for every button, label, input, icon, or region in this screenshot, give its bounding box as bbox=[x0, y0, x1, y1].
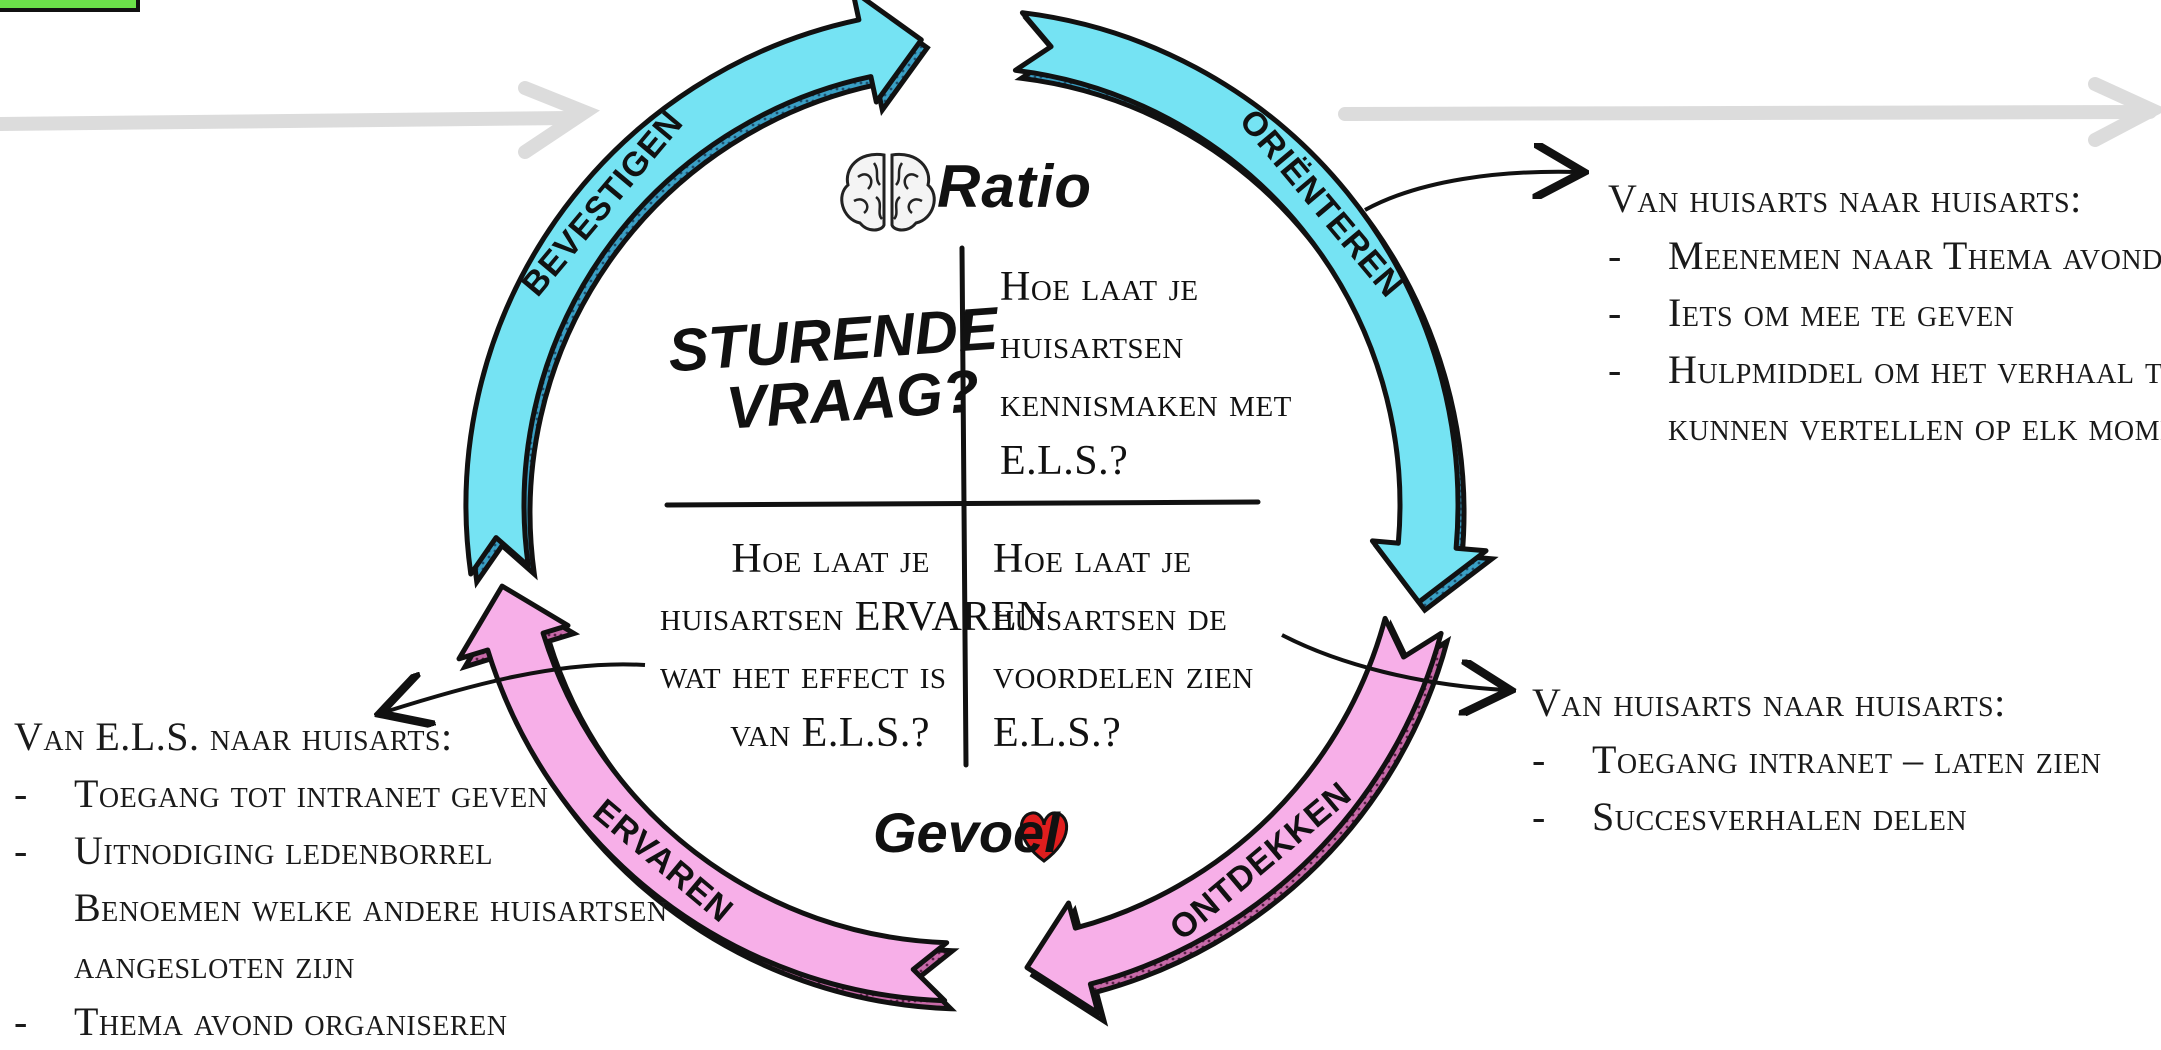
bullet-dash: - bbox=[1608, 347, 1622, 392]
list-item-text: kunnen vertellen op elk moment bbox=[1668, 404, 2161, 449]
question-bottom-right: Hoe laat je huisartsen de voordelen zien… bbox=[993, 530, 1254, 762]
list-item-continuation: kunnen vertellen op elk moment bbox=[1608, 398, 2161, 455]
list-item-text: Hulpmiddel om het verhaal te bbox=[1668, 347, 2161, 392]
pointer-arrow-left bbox=[385, 662, 646, 712]
question-line: voordelen zien bbox=[993, 652, 1254, 698]
bullet-dash: - bbox=[14, 999, 28, 1044]
question-line: huisartsen ERVAREN bbox=[660, 594, 1048, 640]
bullet-dash: - bbox=[14, 828, 28, 873]
question-line: huisartsen de bbox=[993, 594, 1228, 640]
cycle-arrow-ervaren bbox=[456, 583, 950, 1004]
note-heading: Van huisarts naar huisarts: bbox=[1532, 680, 2006, 725]
bullet-dash: - bbox=[14, 771, 28, 816]
gevoel-label: Gevoel bbox=[873, 801, 1060, 864]
bullet-dash: - bbox=[1532, 737, 1546, 782]
list-item: - Succesverhalen delen bbox=[1532, 788, 2102, 845]
note-heading: Van E.L.S. naar huisarts: bbox=[14, 714, 453, 759]
question-line: Hoe laat je bbox=[993, 536, 1192, 582]
list-item: - Toegang tot intranet geven bbox=[14, 765, 668, 822]
pointer-arrow-top-right bbox=[1364, 172, 1578, 212]
list-item: - Hulpmiddel om het verhaal te bbox=[1608, 341, 2161, 398]
bullet-dash: - bbox=[1608, 290, 1622, 335]
question-bottom-left: Hoe laat je huisartsen ERVAREN wat het e… bbox=[660, 530, 1048, 762]
question-line: kennismaken met bbox=[1000, 380, 1292, 426]
list-item: - Thema avond organiseren bbox=[14, 993, 668, 1050]
list-item-text: Iets om mee te geven bbox=[1668, 290, 2015, 335]
list-item-text: Succesverhalen delen bbox=[1592, 794, 1968, 839]
bullet-dash: - bbox=[1532, 794, 1546, 839]
background-flow-arrow-left bbox=[0, 81, 600, 159]
cycle-arrow-oriënteren bbox=[1012, 10, 1489, 605]
heart-icon bbox=[1019, 811, 1069, 863]
cycle-arrow-ontdekken bbox=[1024, 615, 1444, 1016]
question-top-right: Hoe laat je huisartsen kennismaken met E… bbox=[1000, 258, 1292, 490]
quadrant-cross bbox=[664, 245, 1261, 768]
note-heading: Van huisarts naar huisarts: bbox=[1608, 176, 2082, 221]
list-item-text: Toegang tot intranet geven bbox=[74, 771, 549, 816]
corner-decoration bbox=[0, 0, 140, 12]
background-flow-arrow-right bbox=[1338, 77, 2161, 147]
question-line: Hoe laat je bbox=[731, 536, 930, 582]
question-line: Hoe laat je bbox=[1000, 264, 1199, 310]
note-top-right: Van huisarts naar huisarts: - Meenemen na… bbox=[1608, 170, 2161, 455]
question-line: huisartsen bbox=[1000, 322, 1184, 368]
cycle-arrow-bevestigen bbox=[463, 0, 924, 577]
cycle-arrow-label: ONTDEKKEN bbox=[1163, 774, 1359, 947]
list-item: - Toegang intranet – laten zien bbox=[1532, 731, 2102, 788]
question-line: E.L.S.? bbox=[993, 710, 1122, 756]
list-item-text: Uitnodiging ledenborrel bbox=[74, 828, 493, 873]
bullet-dash: - bbox=[1608, 233, 1622, 278]
list-item-text: Thema avond organiseren bbox=[74, 999, 508, 1044]
list-item: - Iets om mee te geven bbox=[1608, 284, 2161, 341]
brain-icon bbox=[840, 152, 936, 232]
question-line: E.L.S.? bbox=[1000, 438, 1129, 484]
list-item-text: Toegang intranet – laten zien bbox=[1592, 737, 2102, 782]
question-line: van E.L.S.? bbox=[730, 710, 930, 756]
note-left: Van E.L.S. naar huisarts: - Toegang tot i… bbox=[14, 708, 668, 1050]
list-item-continuation: aangesloten zijn bbox=[14, 936, 668, 993]
list-item-text: Benoemen welke andere huisartsen bbox=[74, 885, 668, 930]
list-item-text: Meenemen naar Thema avond bbox=[1668, 233, 2161, 278]
list-item-continuation: Benoemen welke andere huisartsen bbox=[14, 879, 668, 936]
list-item: - Uitnodiging ledenborrel bbox=[14, 822, 668, 879]
pointer-arrow-mid-right bbox=[1281, 633, 1505, 690]
note-mid-right: Van huisarts naar huisarts: - Toegang int… bbox=[1532, 674, 2102, 845]
list-item: - Meenemen naar Thema avond bbox=[1608, 227, 2161, 284]
question-line: wat het effect is bbox=[660, 652, 947, 698]
list-item-text: aangesloten zijn bbox=[74, 942, 355, 987]
ratio-label: Ratio bbox=[937, 153, 1092, 220]
